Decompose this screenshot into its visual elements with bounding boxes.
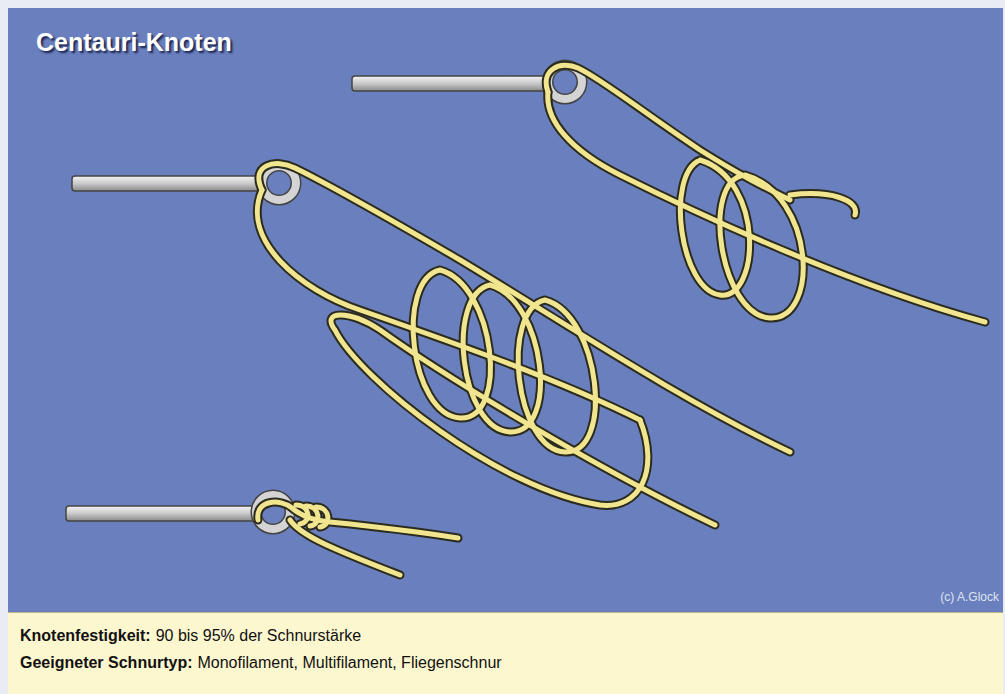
info-band: Knotenfestigkeit: 90 bis 95% der Schnurst… <box>8 612 1003 694</box>
property-value: 90 bis 95% der Schnurstärke <box>156 627 361 644</box>
line-outline <box>257 190 640 420</box>
line-strand <box>290 520 400 575</box>
line-strand <box>518 300 595 452</box>
fishing-line <box>257 65 985 575</box>
property-value: Monofilament, Multifilament, Fliegenschn… <box>197 654 501 671</box>
line-outline <box>548 92 985 322</box>
line-strand <box>790 194 856 215</box>
info-line: Geeigneter Schnurtyp: Monofilament, Multi… <box>20 654 1003 672</box>
line-outline <box>790 194 856 215</box>
line-outline <box>331 315 715 525</box>
line-strand <box>259 164 790 452</box>
line-strand <box>316 507 328 527</box>
line-outline <box>259 164 790 452</box>
property-name: Knotenfestigkeit: <box>20 627 151 644</box>
info-line: Knotenfestigkeit: 90 bis 95% der Schnurst… <box>20 627 1003 645</box>
copyright-note: (c) A.Glock <box>940 590 999 604</box>
property-name: Geeigneter Schnurtyp: <box>20 654 192 671</box>
line-strand <box>680 160 749 295</box>
panel-ground <box>8 8 1003 612</box>
diagram-title: Centauri-Knoten <box>36 28 232 57</box>
line-strand <box>331 315 715 525</box>
line-strand <box>257 190 640 420</box>
line-strand <box>548 92 985 322</box>
